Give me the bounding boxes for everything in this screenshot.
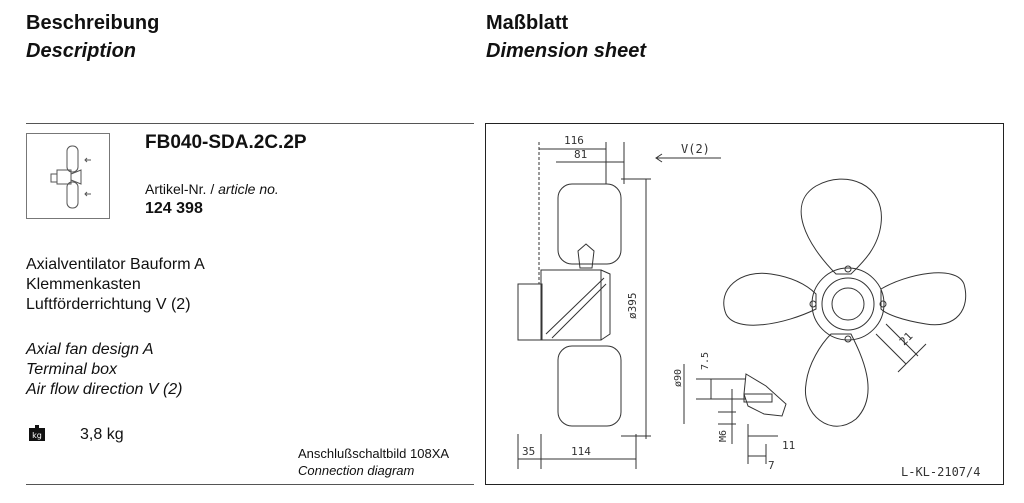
- weight-icon: kg: [28, 425, 46, 441]
- dim-11: 11: [782, 439, 795, 452]
- svg-text:kg: kg: [32, 431, 42, 440]
- description-en-line: Air flow direction V (2): [26, 381, 183, 398]
- description-en-line: Axial fan design A: [26, 341, 154, 358]
- hub: [540, 269, 602, 341]
- view-label: V(2): [681, 142, 710, 156]
- description-title-de: Beschreibung: [26, 12, 160, 34]
- article-label: Artikel-Nr. / article no.: [145, 181, 279, 197]
- article-number: 124 398: [145, 200, 203, 217]
- dim-m6: M6: [718, 430, 729, 442]
- dimension-sheet-title-de: Maßblatt: [486, 12, 569, 34]
- dim-81: 81: [574, 148, 587, 161]
- description-en-block: Axial fan design A Terminal box Air flow…: [26, 340, 183, 400]
- front-hub-inner: [821, 277, 875, 331]
- dim-90: ø90: [673, 369, 684, 387]
- upper-blade: [557, 183, 622, 265]
- dim-7: 7: [768, 459, 775, 472]
- front-blade-top: [800, 178, 882, 275]
- terminal-box: [517, 283, 543, 341]
- description-en-line: Terminal box: [26, 361, 118, 378]
- dim-114: 114: [571, 445, 591, 458]
- connection-label-de: Anschlußschaltbild 108XA: [298, 446, 450, 461]
- dimension-drawing: 116 81 V(2) ø395 35 114 ø90 7.5 M6 11 7 …: [485, 123, 1004, 485]
- front-blade-left: [723, 272, 817, 326]
- dimension-sheet-title-en: Dimension sheet: [486, 40, 647, 62]
- description-de-line: Klemmenkasten: [26, 276, 141, 293]
- description-title-en: Description: [26, 40, 137, 62]
- bottom-divider: [26, 484, 474, 485]
- dim-35: 35: [522, 445, 535, 458]
- drawing-number: L-KL-2107/4: [901, 465, 980, 479]
- front-hub-core: [831, 287, 865, 321]
- lower-blade: [557, 345, 622, 427]
- model-number: FB040-SDA.2C.2P: [145, 132, 307, 153]
- fan-side-icon: [50, 145, 91, 209]
- dimension-drawing-svg: 116 81 V(2) ø395 35 114 ø90 7.5 M6 11 7 …: [517, 134, 980, 479]
- dim-116: 116: [564, 134, 584, 147]
- weight-value: 3,8 kg: [80, 426, 124, 443]
- dim-7-5: 7.5: [700, 352, 711, 370]
- article-label-en: article no.: [218, 181, 279, 197]
- article-label-de: Artikel-Nr. /: [145, 181, 215, 197]
- description-de-block: Axialventilator Bauform A Klemmenkasten …: [26, 255, 205, 315]
- dim-21: 21: [897, 330, 916, 349]
- front-hub-outer: [811, 267, 885, 341]
- detail-blade-section: [743, 373, 787, 417]
- dim-395: ø395: [626, 293, 639, 320]
- blade-root: [577, 243, 595, 269]
- description-de-line: Luftförderrichtung V (2): [26, 296, 191, 313]
- connection-label-en: Connection diagram: [298, 463, 415, 478]
- description-de-line: Axialventilator Bauform A: [26, 256, 205, 273]
- front-blade-right: [880, 272, 967, 326]
- top-divider: [26, 123, 474, 124]
- fan-thumbnail: [26, 133, 110, 219]
- front-blade-bottom: [804, 333, 869, 427]
